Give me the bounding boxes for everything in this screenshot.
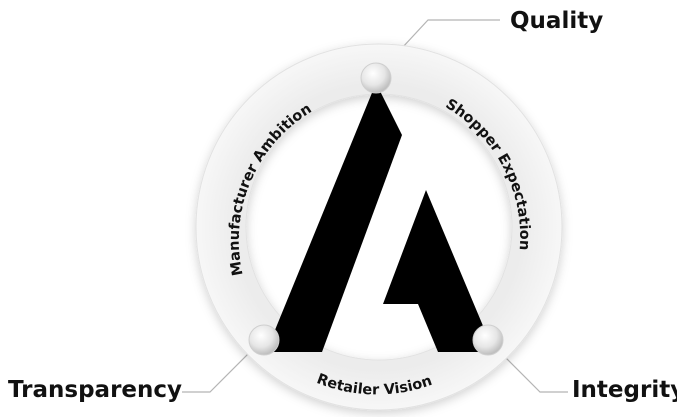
logo-left-stroke [266, 83, 402, 352]
node-dot-transparency-icon [248, 324, 280, 356]
node-dot-integrity-icon [472, 324, 504, 356]
connector-transparency [182, 339, 263, 393]
value-label-transparency: Transparency [8, 377, 183, 403]
value-label-quality: Quality [510, 8, 604, 34]
node-dot-quality-icon [360, 62, 392, 94]
logo-right-block [383, 190, 494, 352]
stylized-a-logo-icon [266, 83, 494, 352]
value-label-integrity: Integrity [572, 377, 677, 403]
node-dots [248, 62, 504, 356]
